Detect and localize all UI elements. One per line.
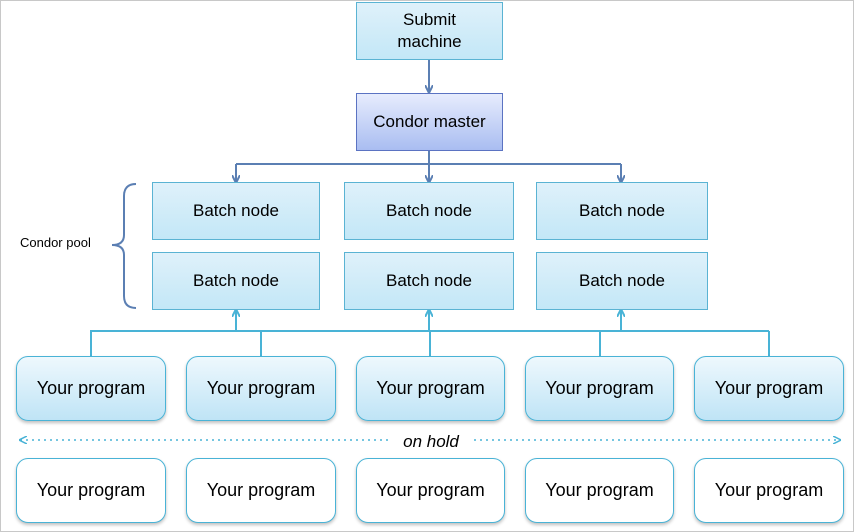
- held-program-4: Your program: [525, 458, 674, 523]
- master-distribution-bus: [236, 151, 621, 165]
- program-feed-lines: [90, 330, 770, 356]
- batch-node-1: Batch node: [152, 182, 320, 240]
- batch-node-2: Batch node: [344, 182, 514, 240]
- held-program-2: Your program: [186, 458, 336, 523]
- condor-pool-label: Condor pool: [20, 235, 91, 250]
- held-program-3: Your program: [356, 458, 505, 523]
- running-program-5: Your program: [694, 356, 844, 421]
- batch-node-5: Batch node: [344, 252, 514, 310]
- condor-master-box: Condor master: [356, 93, 503, 151]
- running-program-4: Your program: [525, 356, 674, 421]
- running-program-1: Your program: [16, 356, 166, 421]
- held-program-5: Your program: [694, 458, 844, 523]
- on-hold-label: on hold: [391, 432, 471, 452]
- batch-node-3: Batch node: [536, 182, 708, 240]
- batch-node-6: Batch node: [536, 252, 708, 310]
- batch-node-4: Batch node: [152, 252, 320, 310]
- held-program-1: Your program: [16, 458, 166, 523]
- submit-machine-box: Submit machine: [356, 2, 503, 60]
- running-program-2: Your program: [186, 356, 336, 421]
- pool-brace: [111, 183, 137, 309]
- running-program-3: Your program: [356, 356, 505, 421]
